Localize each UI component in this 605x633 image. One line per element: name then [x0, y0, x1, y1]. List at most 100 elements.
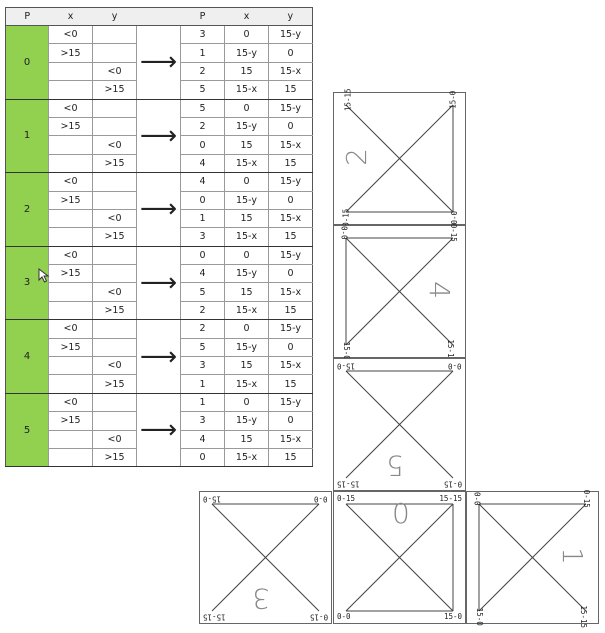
target-y-cell: 15-x [268, 209, 313, 229]
corner-coordinate-label: 0-15 [448, 223, 458, 242]
target-y-cell: 0 [268, 43, 313, 63]
target-face-cell: 1 [180, 209, 225, 229]
corner-coordinate-label: 0-15 [337, 494, 356, 503]
target-x-cell: 0 [224, 25, 269, 45]
condition-x-cell [48, 282, 93, 302]
condition-x-cell: <0 [48, 319, 93, 339]
target-face-cell: 5 [180, 99, 225, 118]
target-x-cell: 15-y [224, 411, 269, 431]
condition-x-cell [48, 209, 93, 229]
face-number-label: 5 [386, 449, 404, 482]
condition-y-cell [92, 191, 137, 210]
arrow-right-icon: ⟶ [136, 393, 181, 468]
corner-coordinate-label: 15-15 [337, 479, 360, 488]
target-y-cell: 0 [268, 191, 313, 210]
arrow-right-icon: ⟶ [136, 246, 181, 321]
condition-x-cell: <0 [48, 99, 93, 118]
condition-y-cell: >15 [92, 154, 137, 174]
target-face-cell: 2 [180, 62, 225, 82]
face-number-label: 4 [422, 281, 456, 299]
target-x-cell: 15 [224, 356, 269, 376]
target-face-cell: 2 [180, 319, 225, 339]
header-arrow [136, 7, 181, 26]
corner-coordinate-label: 15-0 [474, 607, 484, 626]
target-face-cell: 0 [180, 246, 225, 266]
condition-x-cell: >15 [48, 264, 93, 284]
header-source-y: y [92, 7, 137, 26]
header-source-p: P [5, 7, 49, 26]
target-x-cell: 15-y [224, 117, 269, 137]
target-y-cell: 15-x [268, 430, 313, 449]
target-y-cell: 0 [268, 411, 313, 431]
target-face-cell: 3 [180, 25, 225, 45]
target-x-cell: 15-x [224, 227, 269, 247]
target-y-cell: 15 [268, 154, 313, 174]
condition-x-cell: <0 [48, 246, 93, 266]
corner-coordinate-label: 15-15 [203, 612, 226, 621]
corner-coordinate-label: 0-0 [450, 210, 460, 225]
corner-coordinate-label: 15-0 [448, 90, 458, 109]
target-x-cell: 0 [224, 99, 269, 118]
target-face-cell: 4 [180, 172, 225, 192]
target-x-cell: 15 [224, 62, 269, 82]
target-x-cell: 0 [224, 319, 269, 339]
corner-coordinate-label: 15-0 [203, 494, 222, 504]
target-face-cell: 3 [180, 411, 225, 431]
target-y-cell: 15-x [268, 62, 313, 82]
condition-y-cell [92, 264, 137, 284]
condition-y-cell [92, 411, 137, 431]
target-face-cell: 5 [180, 282, 225, 302]
condition-y-cell: >15 [92, 80, 137, 100]
target-x-cell: 15 [224, 209, 269, 229]
target-x-cell: 15-y [224, 191, 269, 210]
condition-y-cell [92, 393, 137, 413]
target-y-cell: 15-y [268, 246, 313, 266]
target-y-cell: 15 [268, 301, 313, 321]
header-target-p: P [180, 7, 225, 26]
condition-x-cell: >15 [48, 117, 93, 137]
condition-y-cell: <0 [92, 356, 137, 376]
source-face-cell: 0 [5, 25, 49, 100]
target-face-cell: 1 [180, 374, 225, 394]
target-face-cell: 3 [180, 356, 225, 376]
condition-x-cell [48, 374, 93, 394]
target-y-cell: 15-x [268, 356, 313, 376]
target-x-cell: 15-y [224, 43, 269, 63]
corner-coordinate-label: 15-15 [579, 604, 589, 628]
target-face-cell: 0 [180, 448, 225, 468]
target-x-cell: 15-y [224, 338, 269, 358]
target-x-cell: 15-y [224, 264, 269, 284]
face-number-label: 2 [339, 148, 373, 166]
target-face-cell: 3 [180, 227, 225, 247]
target-y-cell: 0 [268, 117, 313, 137]
condition-x-cell: >15 [48, 191, 93, 210]
condition-x-cell [48, 356, 93, 376]
condition-x-cell [48, 135, 93, 155]
target-face-cell: 0 [180, 135, 225, 155]
condition-y-cell: <0 [92, 282, 137, 302]
condition-x-cell [48, 154, 93, 174]
condition-x-cell [48, 301, 93, 321]
condition-y-cell [92, 246, 137, 266]
target-y-cell: 15 [268, 227, 313, 247]
target-face-cell: 4 [180, 264, 225, 284]
condition-x-cell [48, 62, 93, 82]
face-number-label: 0 [392, 497, 410, 530]
condition-x-cell [48, 448, 93, 468]
